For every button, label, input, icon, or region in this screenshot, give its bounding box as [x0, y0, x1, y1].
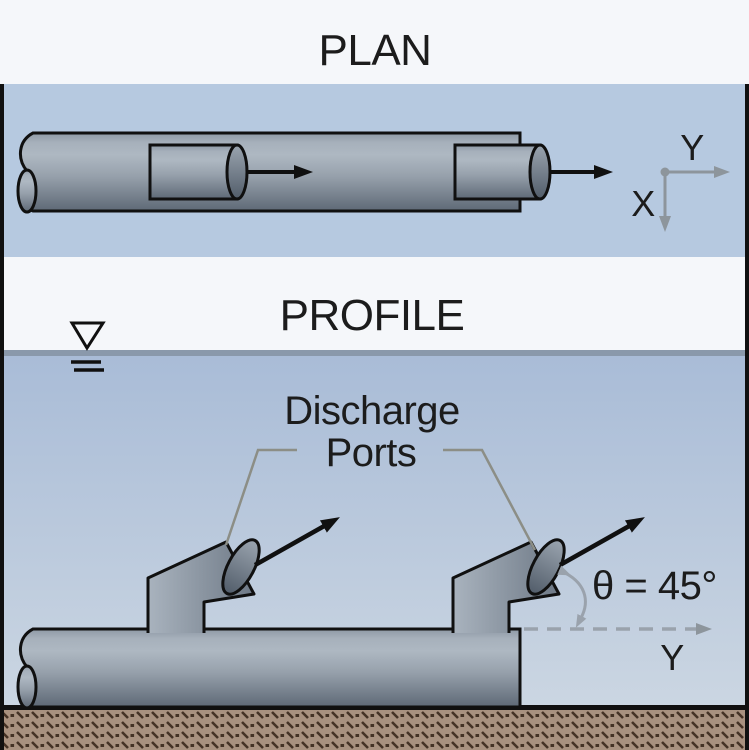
- plan-view: Y X: [16, 127, 730, 232]
- leader-line-right: [443, 448, 537, 551]
- water-surface-symbol: [69, 321, 106, 372]
- plan-port-end: [453, 143, 542, 201]
- profile-pipe-break-end: [16, 664, 38, 710]
- profile-discharge-arrow-right: [558, 517, 645, 567]
- water-surface-triangle-icon: [69, 321, 106, 351]
- plan-axes-origin-dot: [660, 167, 670, 177]
- plan-port-end-cap: [528, 143, 552, 201]
- profile-title: PROFILE: [280, 291, 465, 340]
- seabed: [0, 710, 749, 750]
- angle-arc-arrow: [557, 565, 587, 628]
- profile-axis-y-label: Y: [660, 637, 684, 678]
- frame-border-left: [0, 84, 4, 750]
- plan-axis-y-label: Y: [680, 127, 704, 168]
- discharge-ports-label-line1: Discharge: [284, 389, 460, 433]
- waterline: [0, 350, 749, 356]
- plan-axes: Y X: [631, 127, 730, 232]
- plan-port-middle-cap: [225, 143, 249, 201]
- angle-value-label: θ = 45°: [592, 564, 717, 608]
- frame-border-right: [745, 84, 749, 750]
- profile-pipe: [19, 627, 522, 709]
- discharge-ports-label-line2: Ports: [326, 431, 417, 475]
- plan-pipe-break-end: [16, 168, 38, 214]
- profile-view: Discharge Ports Y θ = 45°: [16, 389, 717, 710]
- plan-port-middle: [148, 143, 239, 201]
- profile-discharge-arrow-left: [253, 517, 340, 567]
- leader-line-left: [224, 448, 297, 546]
- plan-axis-x-label: X: [631, 183, 655, 224]
- plan-title: PLAN: [319, 26, 432, 75]
